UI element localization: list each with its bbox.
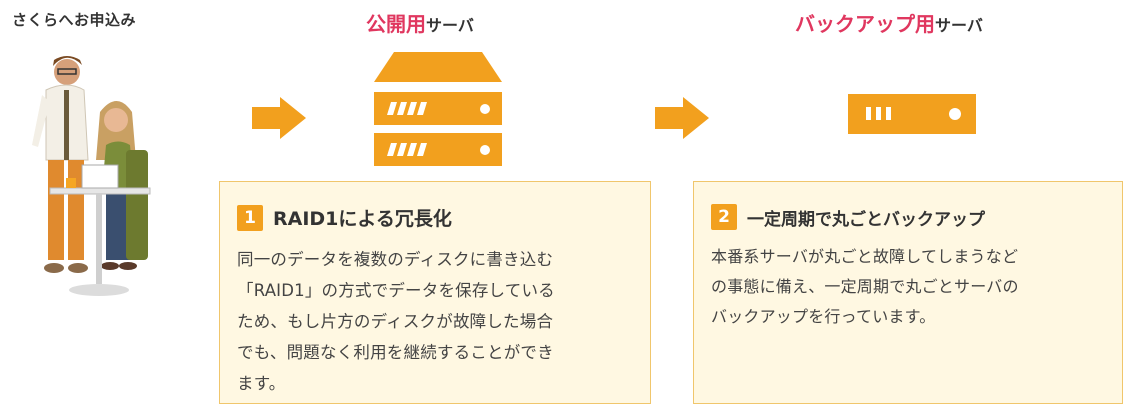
backup-box-title: 2 一定周期で丸ごとバックアップ xyxy=(711,204,985,230)
raid-box-title: 1 RAID1による冗長化 xyxy=(237,204,452,231)
right-arrow-icon xyxy=(655,97,709,139)
public-server-heading-suffix: サーバ xyxy=(426,16,474,35)
raid-description-box: 1 RAID1による冗長化 同一のデータを複数のディスクに書き込む 「RAID1」… xyxy=(219,181,651,404)
step-number-badge: 1 xyxy=(237,204,263,231)
backup-box-heading: 一定周期で丸ごとバックアップ xyxy=(747,209,985,230)
backup-description-box: 2 一定周期で丸ごとバックアップ 本番系サーバが丸ごと故障してしまうなど の事態に… xyxy=(693,181,1123,404)
right-arrow-icon xyxy=(252,97,306,139)
public-server-heading-accent: 公開用 xyxy=(366,12,426,36)
raid-server-icon xyxy=(374,52,502,166)
public-server-heading: 公開用サーバ xyxy=(366,8,474,37)
backup-server-heading-suffix: サーバ xyxy=(935,16,983,35)
customer-label: さくらへお申込み xyxy=(12,11,137,29)
backup-server-icon xyxy=(848,94,976,134)
backup-box-body: 本番系サーバが丸ごと故障してしまうなど の事態に備え、一定周期で丸ごとサーバの … xyxy=(711,247,1019,326)
backup-server-heading-accent: バックアップ用 xyxy=(795,12,935,36)
raid-box-heading: RAID1による冗長化 xyxy=(273,208,452,230)
raid-box-body: 同一のデータを複数のディスクに書き込む 「RAID1」の方式でデータを保存してい… xyxy=(237,250,555,393)
step-number-badge: 2 xyxy=(711,204,737,230)
backup-server-heading: バックアップ用サーバ xyxy=(795,8,983,37)
customer-illustration xyxy=(32,56,151,296)
